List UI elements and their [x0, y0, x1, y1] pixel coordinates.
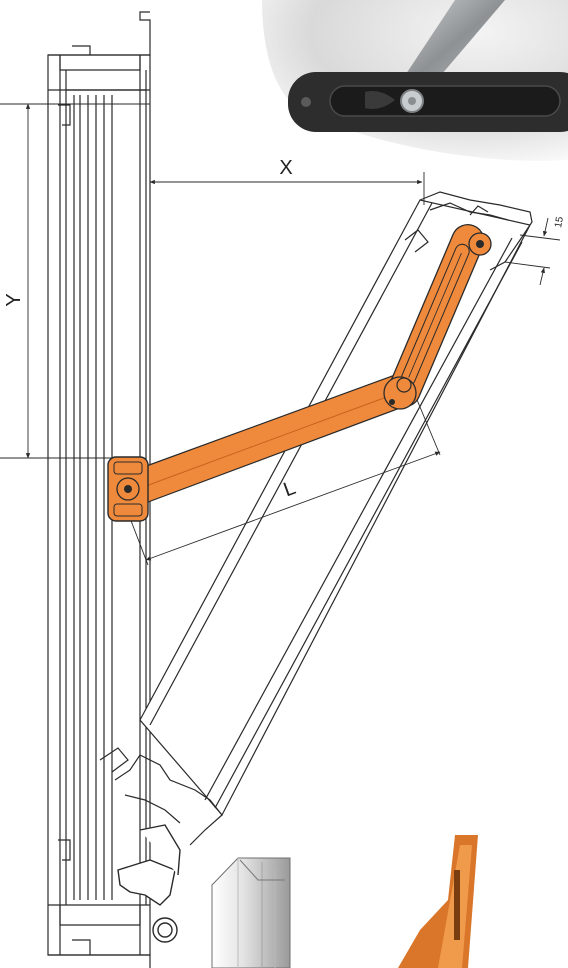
sash-profile [99, 191, 533, 846]
dimension-x [149, 172, 425, 205]
dimension-15 [504, 217, 561, 286]
stay-slider-photo [262, 0, 568, 161]
profile-section-photo [211, 857, 291, 968]
stay-arm-photo [398, 835, 478, 968]
stay-frame-bracket [107, 456, 149, 522]
stay-rod-photo [402, 0, 505, 88]
dimension-15-label: 15 [553, 215, 566, 228]
bottom-hinge [117, 824, 181, 943]
friction-stay [107, 224, 492, 522]
stay-sliding-pivot [383, 376, 417, 410]
dimension-y-label: Y [3, 293, 25, 306]
fixed-frame-profile [47, 11, 151, 968]
dimension-x-label: X [279, 157, 292, 179]
